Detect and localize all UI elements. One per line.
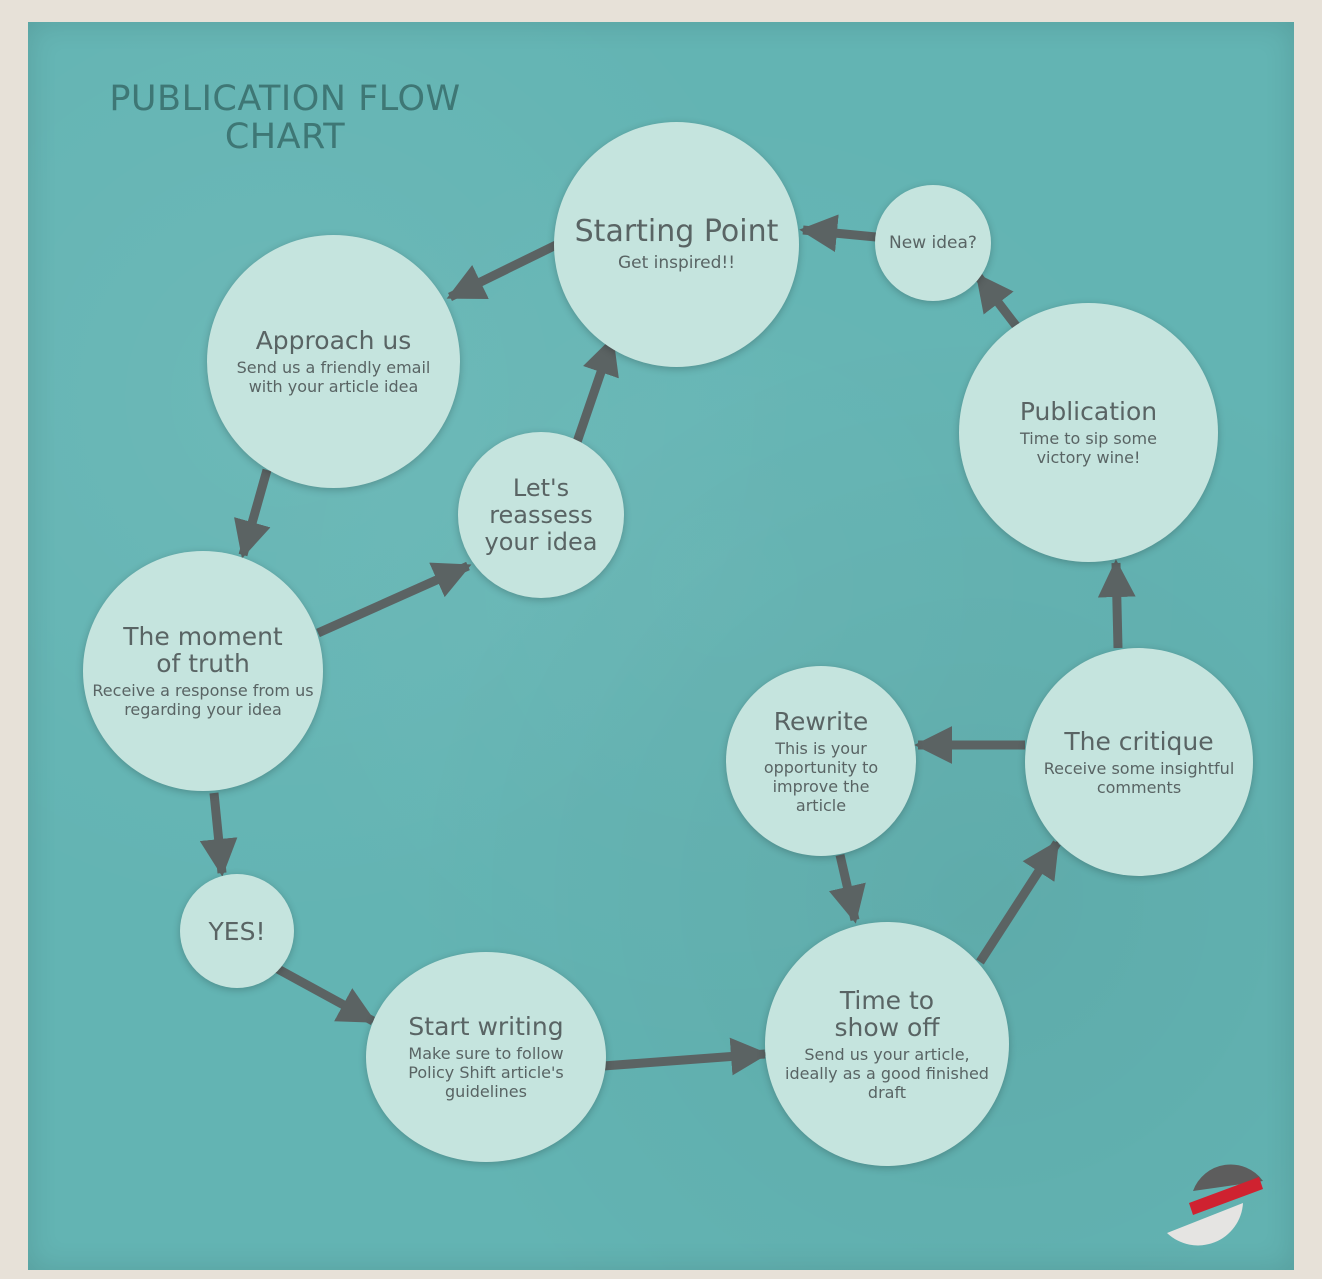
node-desc: Send us a friendly email with your artic… xyxy=(236,358,431,396)
node-desc: Make sure to follow Policy Shift article… xyxy=(408,1044,564,1101)
node-starting-point: Starting Point Get inspired!! xyxy=(554,122,799,367)
arrow-newidea-to-start xyxy=(799,214,877,253)
chart-title: PUBLICATION FLOW CHART xyxy=(85,80,485,156)
node-title: Publication xyxy=(1019,397,1158,426)
node-title: Let's reassess your idea xyxy=(484,473,598,556)
node-the-critique: The critique Receive some insightful com… xyxy=(1025,648,1253,876)
node-title: New idea? xyxy=(889,232,977,253)
node-rewrite: Rewrite This is your opportunity to impr… xyxy=(726,666,916,856)
arrow-moment-to-reassess xyxy=(316,561,472,638)
node-start-writing: Start writing Make sure to follow Policy… xyxy=(366,952,606,1162)
node-desc: Time to sip some victory wine! xyxy=(1020,429,1157,467)
node-title: Time to show off xyxy=(834,985,940,1042)
chart-title-line-2: CHART xyxy=(224,117,346,157)
arrow-writing-to-showoff xyxy=(602,1037,769,1076)
node-desc: Get inspired!! xyxy=(617,253,736,273)
arrow-yes-to-writing xyxy=(273,964,377,1025)
node-desc: Send us your article, ideally as a good … xyxy=(785,1044,989,1102)
semicircle-logo-icon xyxy=(1167,1164,1263,1246)
chart-title-line-1: PUBLICATION FLOW xyxy=(109,79,461,119)
arrow-moment-to-yes xyxy=(199,792,238,877)
node-title: Start writing xyxy=(408,1012,564,1041)
node-desc: Receive some insightful comments xyxy=(1043,758,1235,797)
arrow-critique-to-publication xyxy=(1097,559,1136,649)
arrow-approach-to-moment xyxy=(234,468,272,559)
node-time-to-show-off: Time to show off Send us your article, i… xyxy=(765,922,1009,1166)
node-desc: This is your opportunity to improve the … xyxy=(763,738,879,815)
node-title: Rewrite xyxy=(773,706,869,736)
arrow-showoff-to-critique xyxy=(976,839,1061,965)
node-new-idea: New idea? xyxy=(875,185,991,301)
node-title: The critique xyxy=(1064,726,1214,756)
arrow-reassess-to-start xyxy=(572,336,619,444)
arrow-publication-to-newidea xyxy=(974,272,1021,330)
node-yes: YES! xyxy=(180,874,294,988)
node-title: The moment of truth xyxy=(123,622,283,678)
node-title: YES! xyxy=(208,916,266,946)
node-reassess: Let's reassess your idea xyxy=(458,432,624,598)
node-title: Starting Point xyxy=(574,214,779,249)
node-approach-us: Approach us Send us a friendly email wit… xyxy=(207,235,460,488)
node-moment-of-truth: The moment of truth Receive a response f… xyxy=(83,551,323,791)
node-desc: Receive a response from us regarding you… xyxy=(92,681,314,719)
arrow-rewrite-to-showoff xyxy=(828,853,866,924)
arrow-start-to-approach xyxy=(446,240,558,302)
node-publication: Publication Time to sip some victory win… xyxy=(959,303,1218,562)
node-title: Approach us xyxy=(255,326,412,355)
